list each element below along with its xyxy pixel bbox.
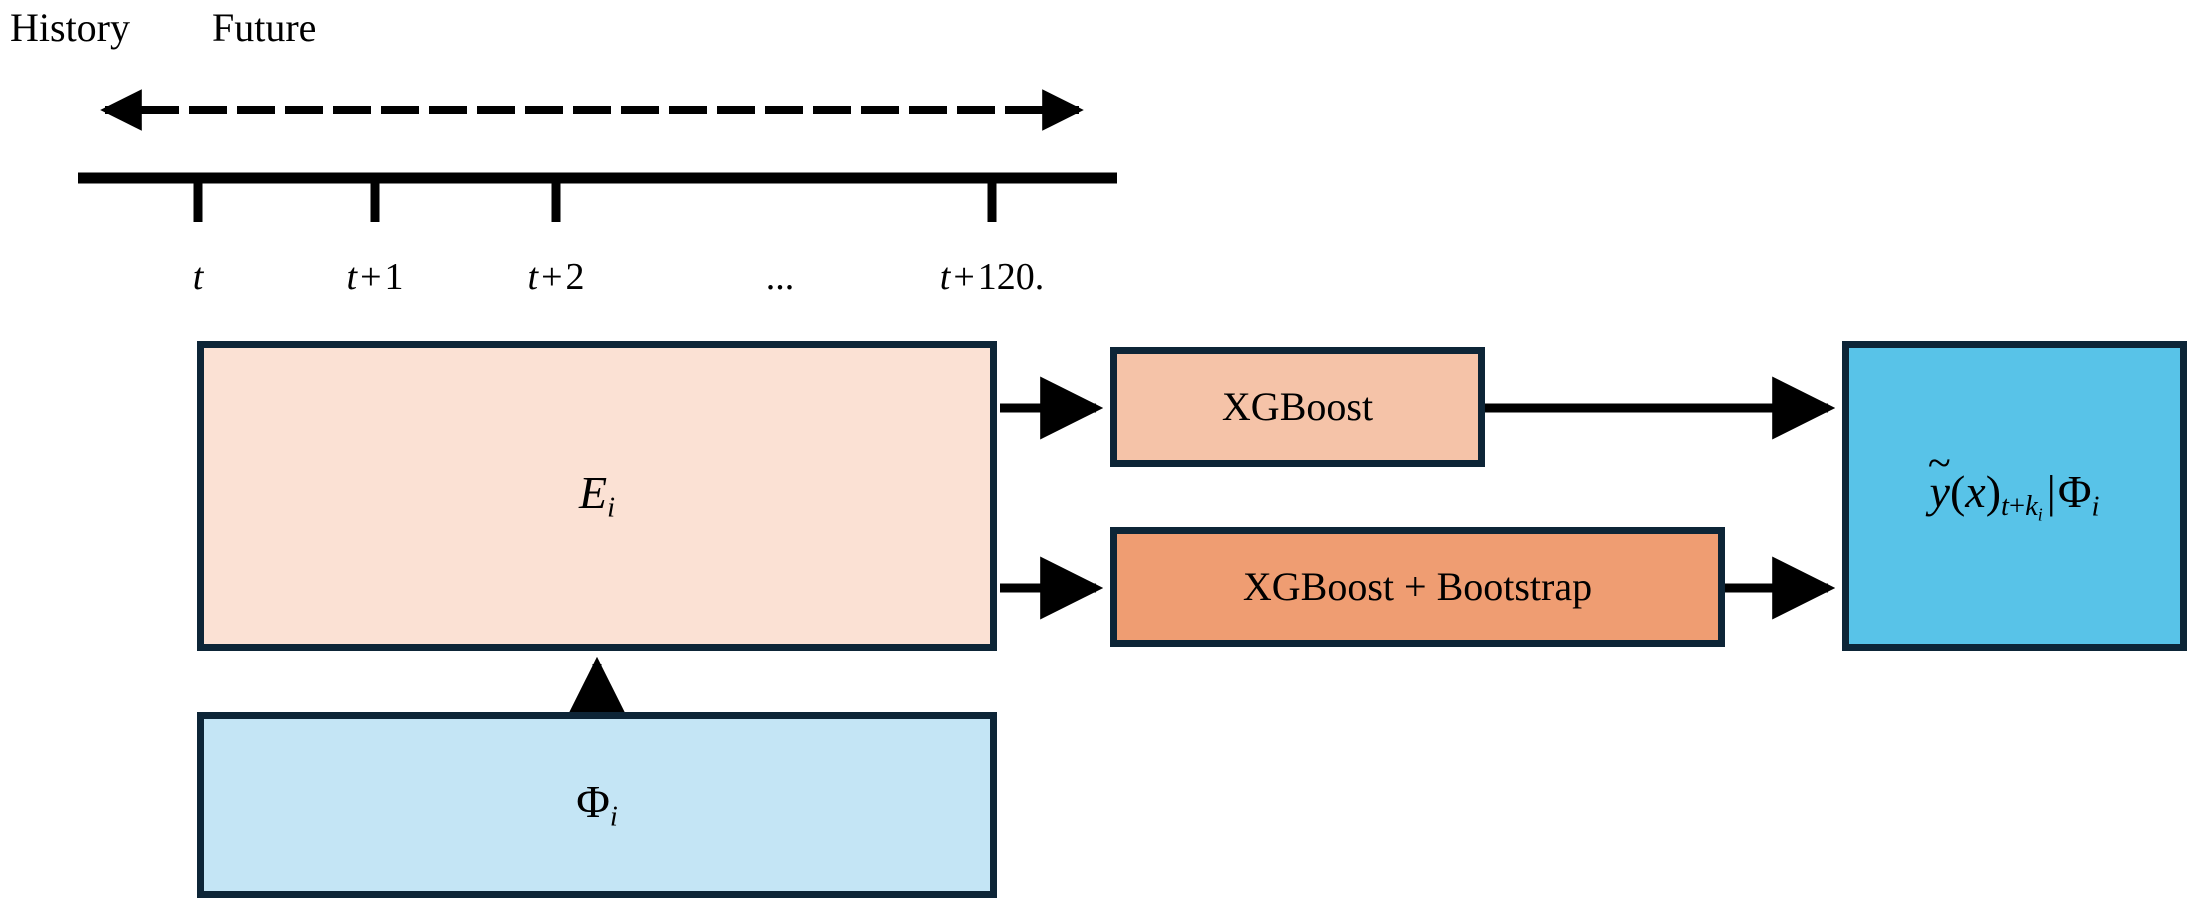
tick-label-t-plus-120: t+120. bbox=[939, 256, 1045, 298]
timeline-axis bbox=[78, 172, 1117, 222]
tick-label-ellipsis: ... bbox=[765, 256, 795, 298]
xgboost-bootstrap-label: XGBoost + Bootstrap bbox=[1242, 564, 1593, 609]
feature-set-label: Φi bbox=[576, 776, 618, 833]
connector-arrows bbox=[565, 376, 1836, 720]
prediction-output-box[interactable]: ~y(x)t+ki|Φi bbox=[1842, 341, 2187, 651]
tick-label-t-plus-1: t+1 bbox=[346, 256, 404, 298]
xgboost-bootstrap-box[interactable]: XGBoost + Bootstrap bbox=[1110, 527, 1725, 647]
feature-set-box[interactable]: Φi bbox=[197, 712, 997, 898]
xgboost-box[interactable]: XGBoost bbox=[1110, 347, 1485, 467]
xgboost-label: XGBoost bbox=[1221, 384, 1374, 429]
tick-label-t: t bbox=[192, 256, 204, 298]
tick-label-t-plus-2: t+2 bbox=[527, 256, 585, 298]
prediction-output-label: ~y(x)t+ki|Φi bbox=[1927, 440, 2100, 525]
encoder-box[interactable]: Ei bbox=[197, 341, 997, 651]
encoder-label: Ei bbox=[578, 467, 616, 524]
future-label: Future bbox=[212, 5, 317, 50]
history-label: History bbox=[10, 5, 130, 50]
